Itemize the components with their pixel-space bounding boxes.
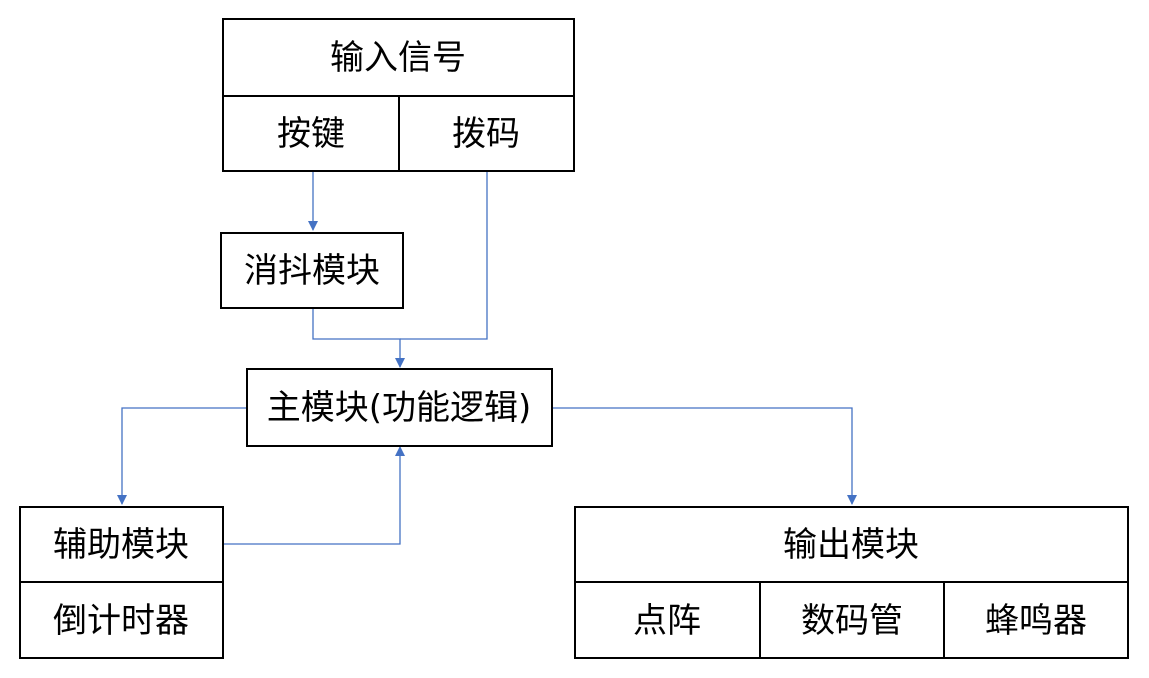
aux-module-title: 辅助模块 bbox=[53, 525, 189, 565]
connector-debounce-to-main bbox=[312, 308, 405, 368]
aux-module-block: 辅助模块 倒计时器 bbox=[19, 506, 224, 659]
connector-main-to-output bbox=[552, 407, 857, 505]
output-item-seven-segment: 数码管 bbox=[801, 601, 903, 641]
aux-item-countdown: 倒计时器 bbox=[53, 601, 189, 641]
input-signal-block: 输入信号 按键 拨码 bbox=[222, 18, 575, 172]
output-item-dot-matrix: 点阵 bbox=[633, 601, 701, 641]
input-item-dip-switch: 拨码 bbox=[452, 114, 520, 154]
main-module-label: 主模块(功能逻辑) bbox=[267, 388, 532, 428]
connector-dip-to-main bbox=[400, 172, 488, 340]
debounce-label: 消抖模块 bbox=[244, 251, 380, 291]
input-item-keys: 按键 bbox=[277, 114, 345, 154]
input-signal-title: 输入信号 bbox=[330, 38, 466, 78]
connector-main-to-aux bbox=[117, 407, 247, 505]
main-module-block: 主模块(功能逻辑) bbox=[246, 368, 553, 447]
output-module-block: 输出模块 点阵 数码管 蜂鸣器 bbox=[574, 506, 1129, 659]
output-module-title: 输出模块 bbox=[783, 525, 919, 565]
output-item-buzzer: 蜂鸣器 bbox=[985, 601, 1087, 641]
connectors bbox=[117, 172, 857, 545]
connector-aux-to-main bbox=[224, 446, 405, 545]
debounce-block: 消抖模块 bbox=[220, 232, 404, 309]
